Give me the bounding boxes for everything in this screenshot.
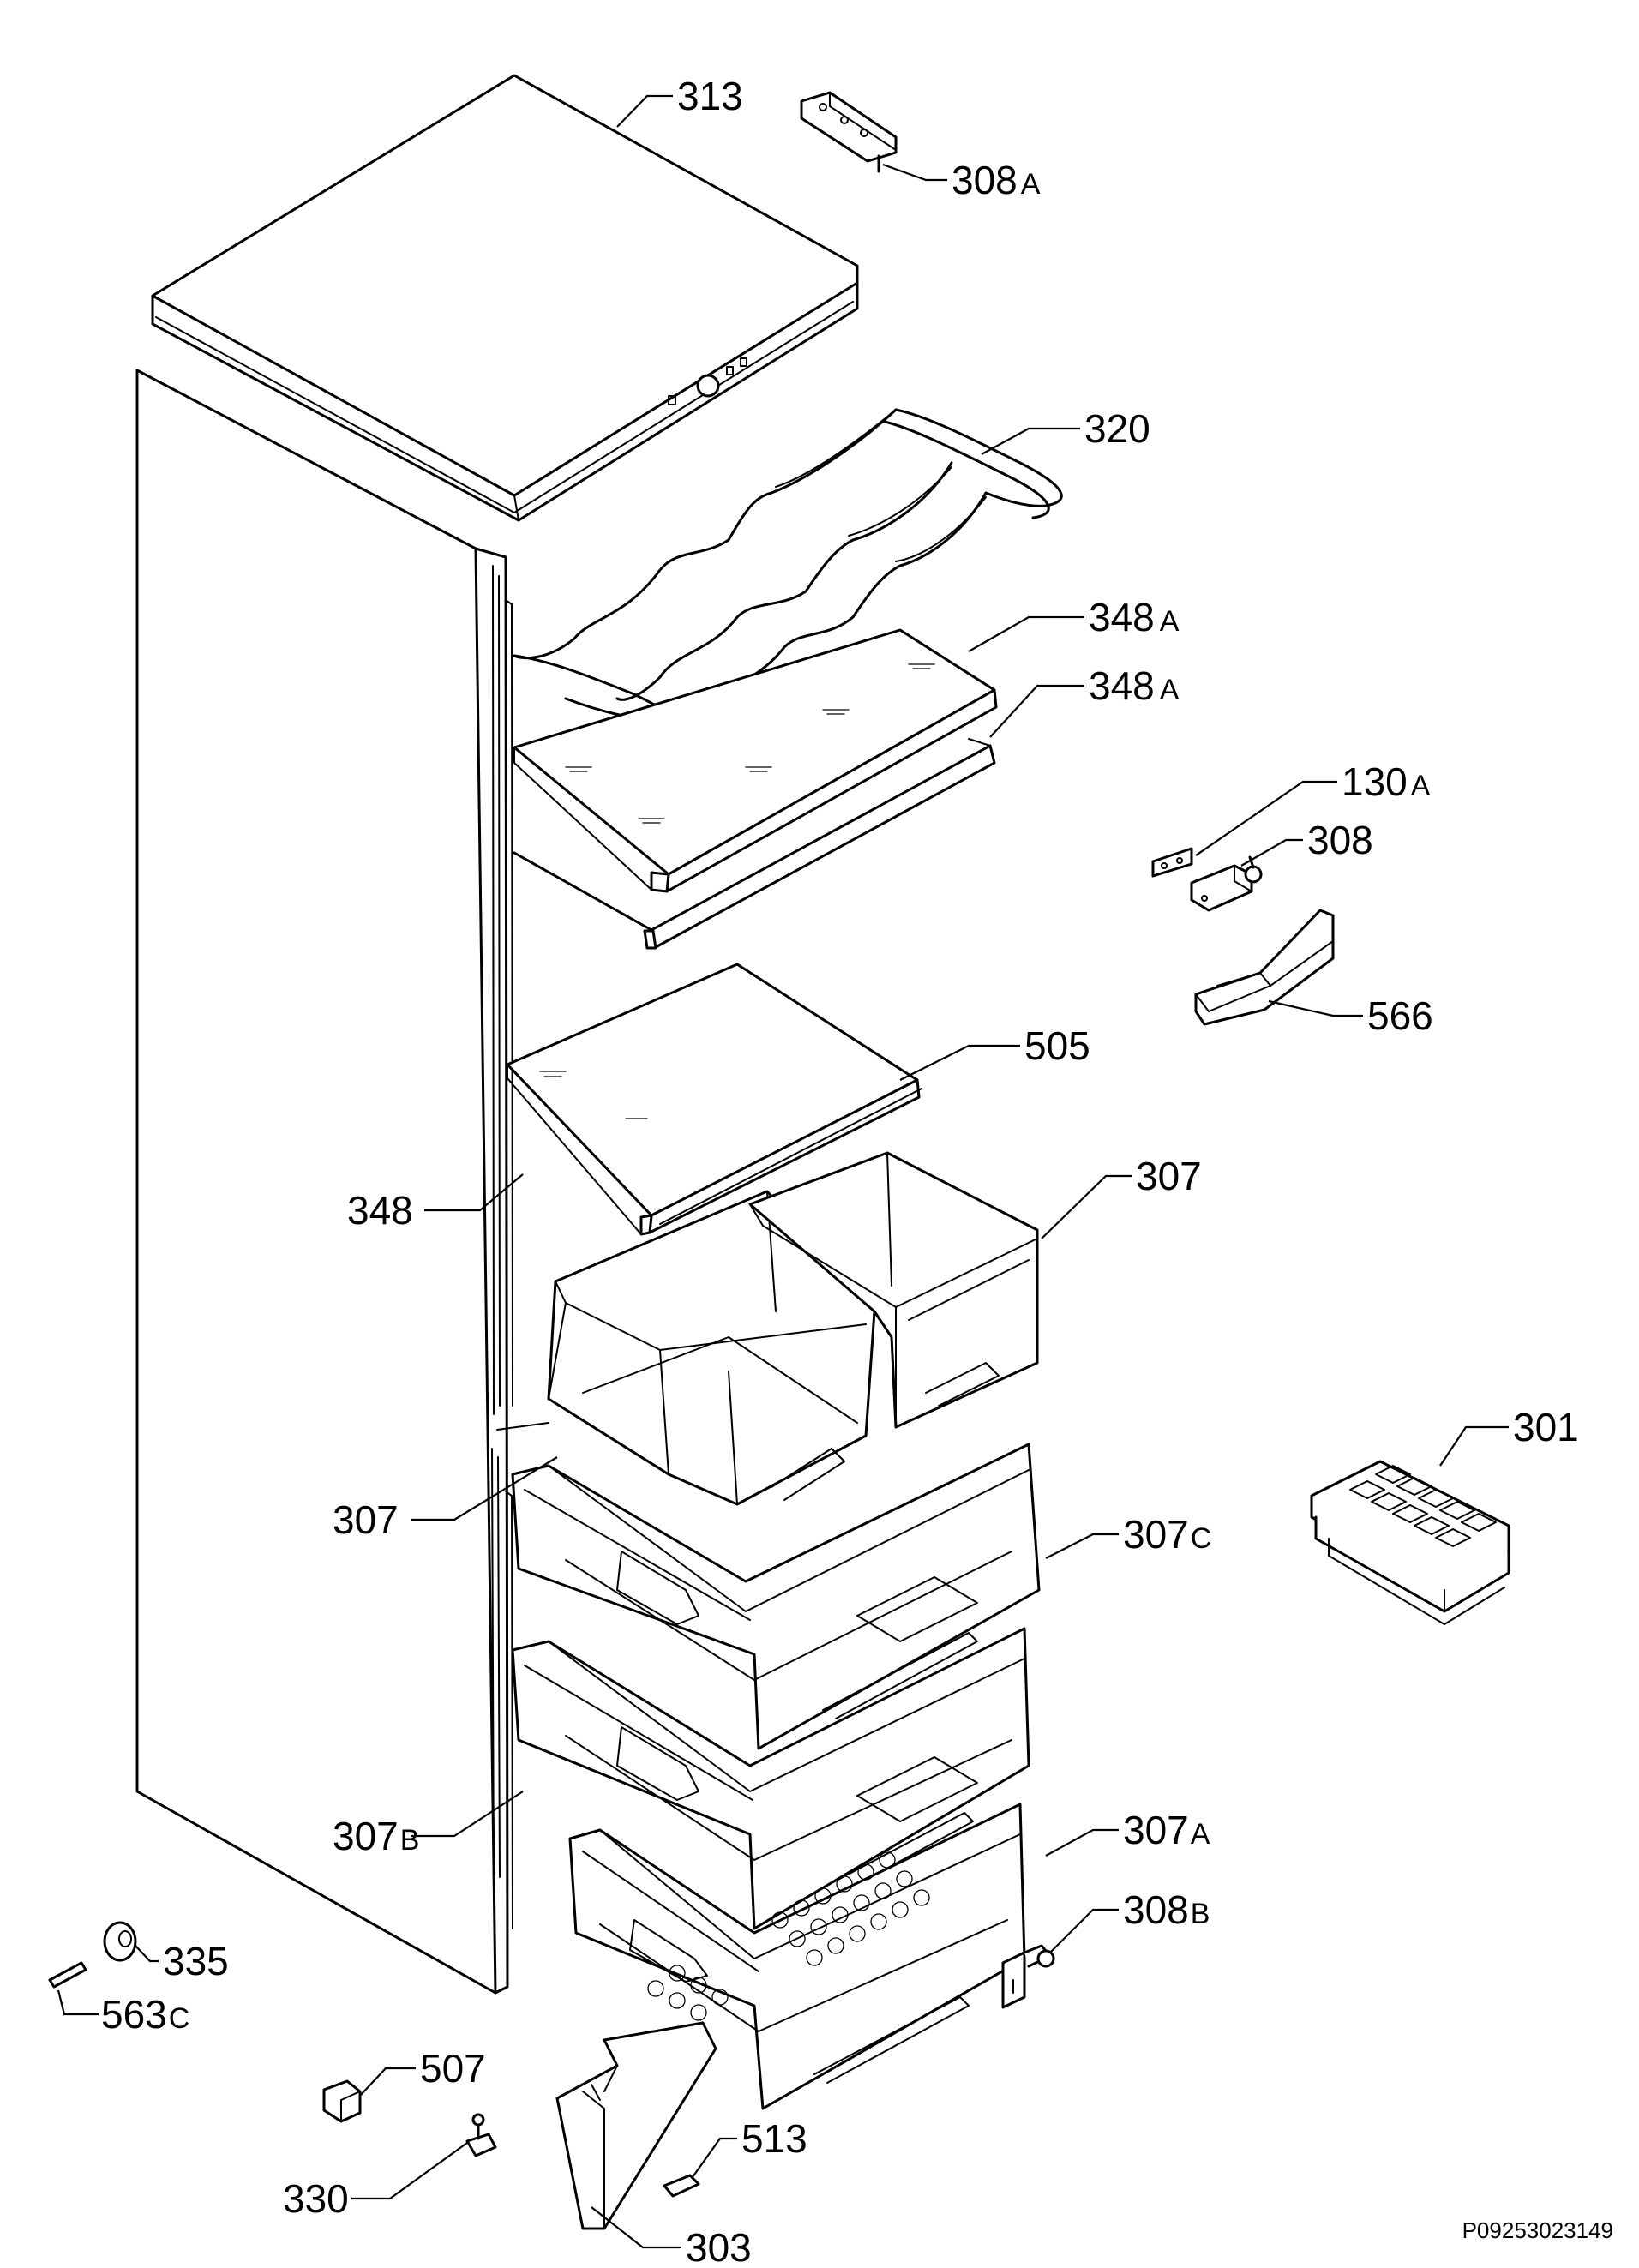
freezer-drawer-middle (511, 1627, 1030, 1930)
hinge-308 (1190, 855, 1263, 912)
clip-507 (322, 2079, 362, 2123)
wine-rack (513, 408, 1063, 744)
callout-307a: 307A (1123, 1808, 1210, 1852)
bracket-130a (1151, 847, 1193, 878)
callout-308b: 308B (1123, 1887, 1210, 1932)
crisper-drawer-right (748, 1151, 1039, 1429)
callout-348: 348 (347, 1188, 413, 1233)
callout-307c: 307C (1123, 1512, 1211, 1557)
callout-303: 303 (686, 2225, 752, 2268)
callout-307b: 307B (333, 1814, 419, 1858)
glass-shelf-upper (513, 628, 998, 893)
callout-307-right: 307 (1136, 1154, 1202, 1198)
callout-513: 513 (741, 2116, 807, 2161)
callout-301: 301 (1513, 1405, 1579, 1449)
callout-307-left: 307 (333, 1497, 399, 1542)
door-handle-566 (1194, 909, 1335, 1026)
freezer-drawer-top (511, 1443, 1041, 1750)
callout-505: 505 (1024, 1023, 1090, 1068)
top-cover (151, 74, 859, 522)
callout-330: 330 (283, 2176, 349, 2221)
callout-563c: 563C (101, 1992, 189, 2037)
top-hinge-part (800, 91, 898, 173)
ice-cube-tray (1310, 1460, 1510, 1625)
cabinet-body (135, 369, 549, 1995)
plinth-grille-303 (555, 2021, 717, 2230)
axle-pin-563c (48, 1961, 87, 1989)
crisper-cover-shelf (506, 963, 922, 1236)
clip-513 (663, 2174, 700, 2198)
callout-507: 507 (420, 2046, 486, 2091)
leader-lines (57, 94, 1509, 2249)
callout-320: 320 (1084, 406, 1150, 451)
document-number: P09253023149 (1462, 2217, 1613, 2243)
callout-313: 313 (677, 74, 743, 118)
glass-shelf-lower (513, 738, 996, 950)
callout-335: 335 (163, 1939, 229, 1983)
castor-wheel-335 (103, 1921, 137, 1962)
lower-hinge-308b (1001, 1944, 1055, 2009)
adjustable-foot-330 (465, 2113, 497, 2157)
callout-566: 566 (1367, 993, 1433, 1038)
callout-308: 308 (1307, 818, 1373, 862)
